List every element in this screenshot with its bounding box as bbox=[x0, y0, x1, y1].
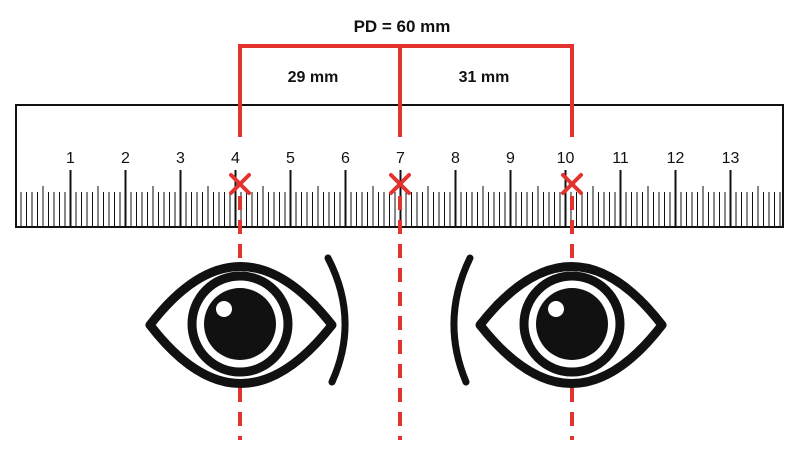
ruler-number-7: 7 bbox=[396, 150, 405, 167]
right-eye-icon bbox=[450, 254, 667, 388]
ruler-number-5: 5 bbox=[286, 150, 295, 167]
ruler-number-1: 1 bbox=[66, 150, 75, 167]
right-eyebrow-arc bbox=[450, 254, 474, 386]
left-distance-label: 29 mm bbox=[288, 69, 339, 86]
right-distance-label: 31 mm bbox=[459, 69, 510, 86]
x-markers bbox=[229, 173, 583, 195]
pd-title: PD = 60 mm bbox=[354, 17, 451, 36]
right-eyelid-crease bbox=[493, 265, 649, 307]
ruler-number-3: 3 bbox=[176, 150, 185, 167]
left-eye-icon bbox=[145, 254, 349, 388]
ruler-number-8: 8 bbox=[451, 150, 460, 167]
ruler-number-11: 11 bbox=[612, 150, 629, 167]
x-mark-icon bbox=[229, 173, 251, 195]
right-pupil bbox=[536, 288, 608, 360]
left-pupil bbox=[204, 288, 276, 360]
ruler-number-12: 12 bbox=[667, 150, 685, 167]
x-mark-icon bbox=[389, 173, 411, 195]
left-eye-highlight bbox=[216, 301, 232, 317]
left-eyebrow-arc bbox=[324, 254, 349, 386]
x-mark-icon bbox=[561, 173, 583, 195]
ruler-number-13: 13 bbox=[722, 150, 740, 167]
ruler-number-10: 10 bbox=[557, 150, 575, 167]
ruler-number-4: 4 bbox=[231, 150, 240, 167]
ruler-number-6: 6 bbox=[341, 150, 350, 167]
left-eyelid-crease bbox=[163, 265, 319, 307]
ruler-number-2: 2 bbox=[121, 150, 130, 167]
bracket-frame bbox=[238, 44, 574, 137]
right-eye-highlight bbox=[548, 301, 564, 317]
measurement-bracket bbox=[238, 44, 574, 137]
ruler-number-9: 9 bbox=[506, 150, 515, 167]
ruler-ticks bbox=[20, 170, 781, 226]
